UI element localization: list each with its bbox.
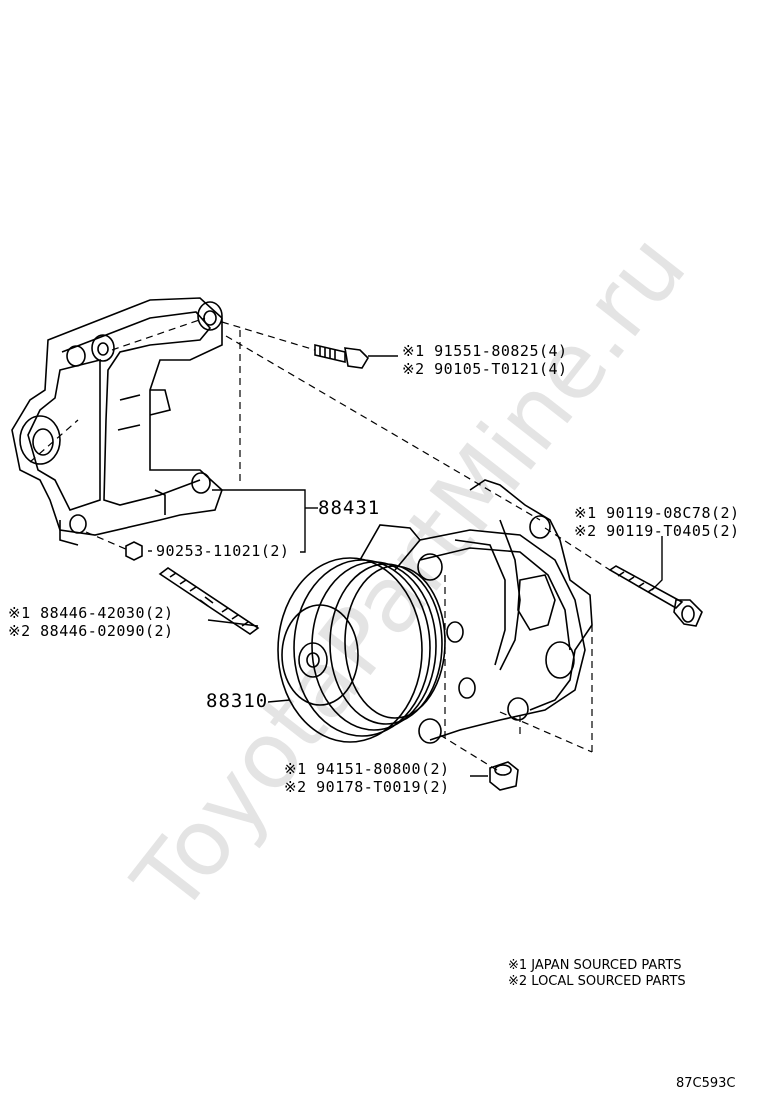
- label-nut-90178: ※2 90178-T0019(2): [284, 778, 450, 796]
- nut-94151-drawing: [489, 761, 519, 791]
- label-stud-88446-02090: ※2 88446-02090(2): [8, 622, 174, 640]
- compressor-drawing: [277, 479, 593, 744]
- nut-90253-drawing: [125, 541, 143, 561]
- label-bolt-91551: ※1 91551-80825(4): [402, 342, 568, 360]
- label-stud-88446-42030: ※1 88446-42030(2): [8, 604, 174, 622]
- diagram-code: 87C593C: [676, 1076, 736, 1091]
- label-nut-94151: ※1 94151-80800(2): [284, 760, 450, 778]
- stud-88446-drawing: [158, 567, 260, 635]
- alignment-lines: [29, 317, 611, 773]
- bracket-drawing: [11, 297, 223, 546]
- legend-local-sourced: ※2 LOCAL SOURCED PARTS: [508, 974, 686, 989]
- label-bolt-90119-t0405: ※2 90119-T0405(2): [574, 522, 740, 540]
- label-nut-90253: 90253-11021(2): [156, 542, 290, 560]
- leader-lines: [148, 355, 663, 777]
- legend-japan-sourced: ※1 JAPAN SOURCED PARTS: [508, 958, 682, 973]
- label-compressor-88310: 88310: [206, 690, 269, 712]
- bolt-90119-drawing: [608, 565, 703, 627]
- label-bracket-88431: 88431: [318, 497, 381, 519]
- bolt-91551-drawing: [314, 343, 370, 369]
- label-bolt-90105: ※2 90105-T0121(4): [402, 360, 568, 378]
- label-bolt-90119-08c78: ※1 90119-08C78(2): [574, 504, 740, 522]
